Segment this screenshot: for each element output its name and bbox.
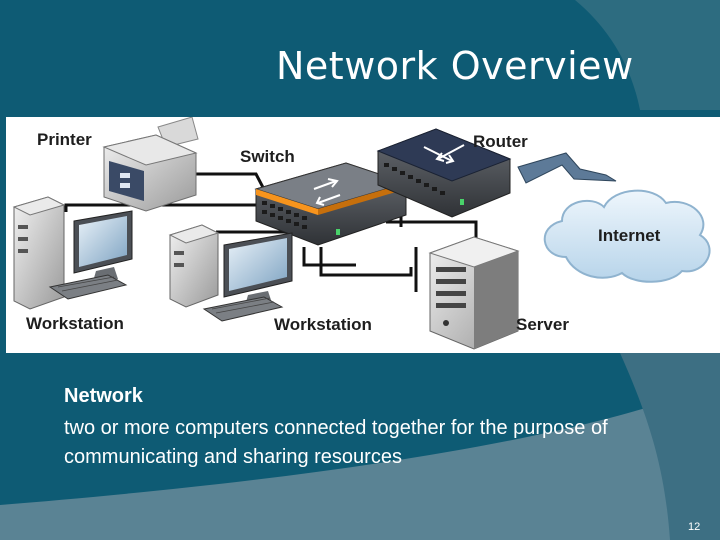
- switch-icon: [254, 162, 408, 246]
- workstation-left-label: Workstation: [26, 314, 124, 333]
- workstation-right-icon: [168, 224, 293, 322]
- slide-title: Network Overview: [276, 44, 634, 88]
- router-label: Router: [473, 132, 528, 151]
- network-diagram-art: Printer Switch Router Internet Workstati…: [12, 117, 711, 350]
- workstation-left-icon: [12, 196, 133, 310]
- network-cables: [64, 172, 556, 292]
- router-icon: [376, 128, 512, 218]
- wan-link-icon: [517, 152, 617, 184]
- switch-label: Switch: [240, 147, 295, 166]
- internet-cloud-icon: [543, 189, 711, 283]
- server-icon: [428, 236, 520, 350]
- server-label: Server: [516, 315, 569, 334]
- page-number: 12: [688, 521, 701, 533]
- printer-icon: [102, 117, 199, 212]
- definition-text: two or more computers connected together…: [64, 417, 608, 468]
- network-diagram: Printer Switch Router Internet Workstati…: [6, 117, 720, 353]
- workstation-right-label: Workstation: [274, 315, 372, 334]
- internet-label: Internet: [598, 226, 661, 245]
- definition-term: Network: [64, 385, 143, 407]
- printer-label: Printer: [37, 130, 92, 149]
